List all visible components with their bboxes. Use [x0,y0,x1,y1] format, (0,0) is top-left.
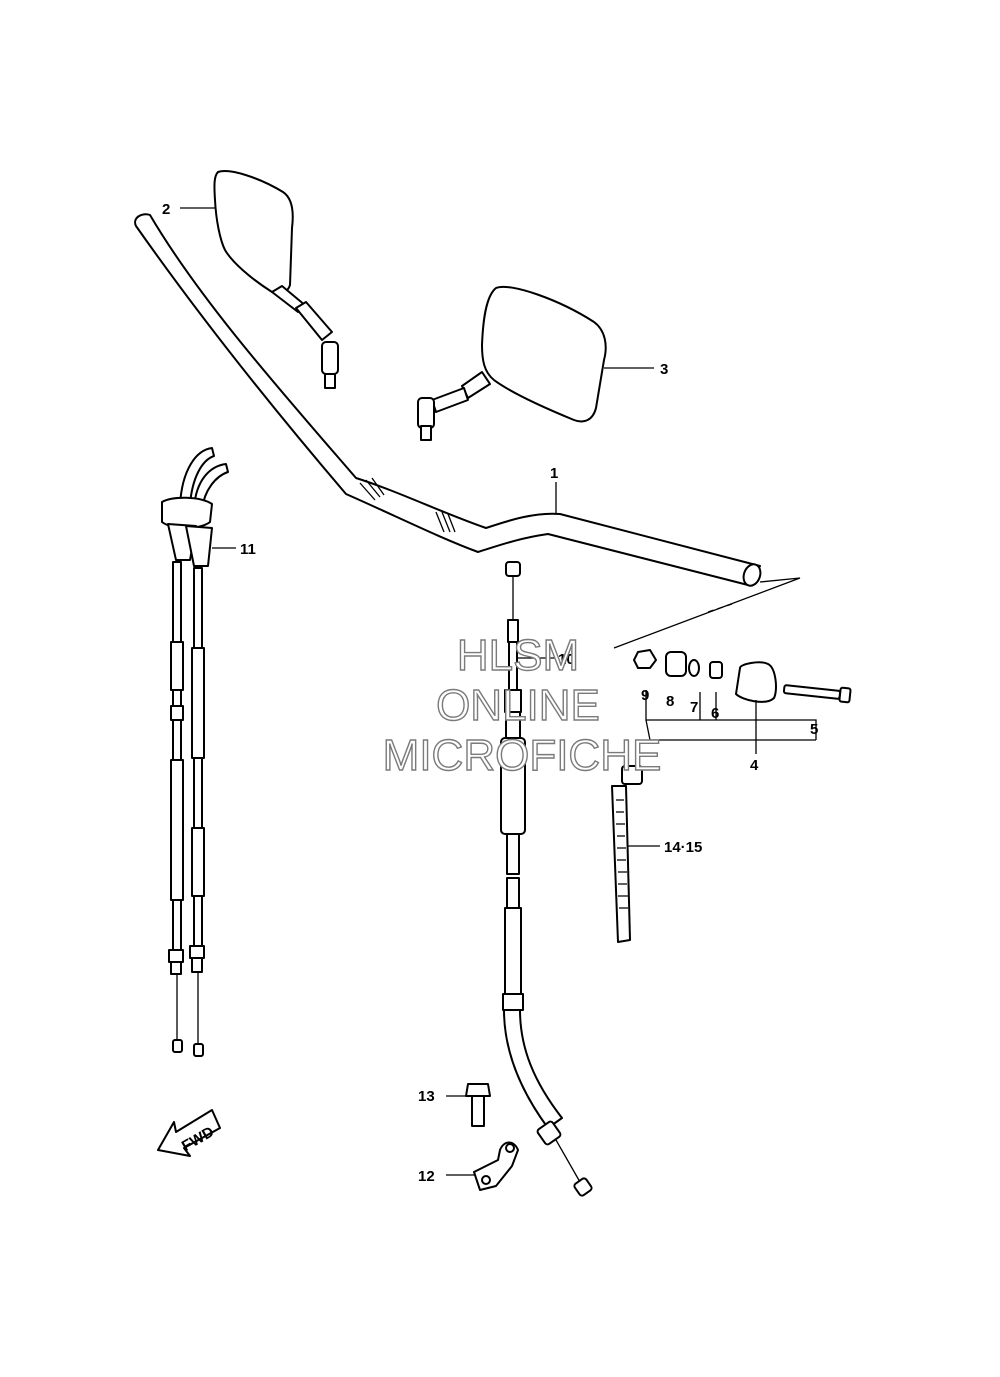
bolt [465,1083,491,1127]
callout-7: 7 [690,699,698,716]
watermark-line-2: ONLINE [436,681,600,730]
throttle-cables [161,447,229,1057]
clutch-cable [500,561,593,1197]
watermark-line-3: MICROFICHE [383,731,662,780]
watermark: HLSM ONLINE MICROFICHE [382,630,662,780]
handlebar [134,213,762,587]
callout-8: 8 [666,693,674,710]
mirror-right [417,285,607,441]
callout-10: 10 [558,651,575,668]
callout-4: 4 [750,757,759,774]
cable-clamp [473,1141,519,1191]
callout-1: 1 [550,465,558,482]
callout-13: 13 [418,1088,435,1105]
callout-numbers: 2 3 1 11 10 9 8 7 6 5 4 14·15 13 12 [162,201,818,1185]
watermark-line-1: HLSM [457,631,579,680]
leader-lines [180,207,660,1176]
callout-3: 3 [660,361,668,378]
callout-9: 9 [641,687,649,704]
bar-end-assembly [613,577,852,754]
callout-6: 6 [711,705,719,722]
callout-2: 2 [162,201,170,218]
callout-11: 11 [240,541,256,558]
callout-12: 12 [418,1168,435,1185]
forward-arrow-icon: FWD [157,1109,221,1157]
mirror-left [213,170,339,389]
cable-tie [611,765,643,943]
callout-5: 5 [810,721,818,738]
callout-14-15: 14·15 [664,839,702,856]
